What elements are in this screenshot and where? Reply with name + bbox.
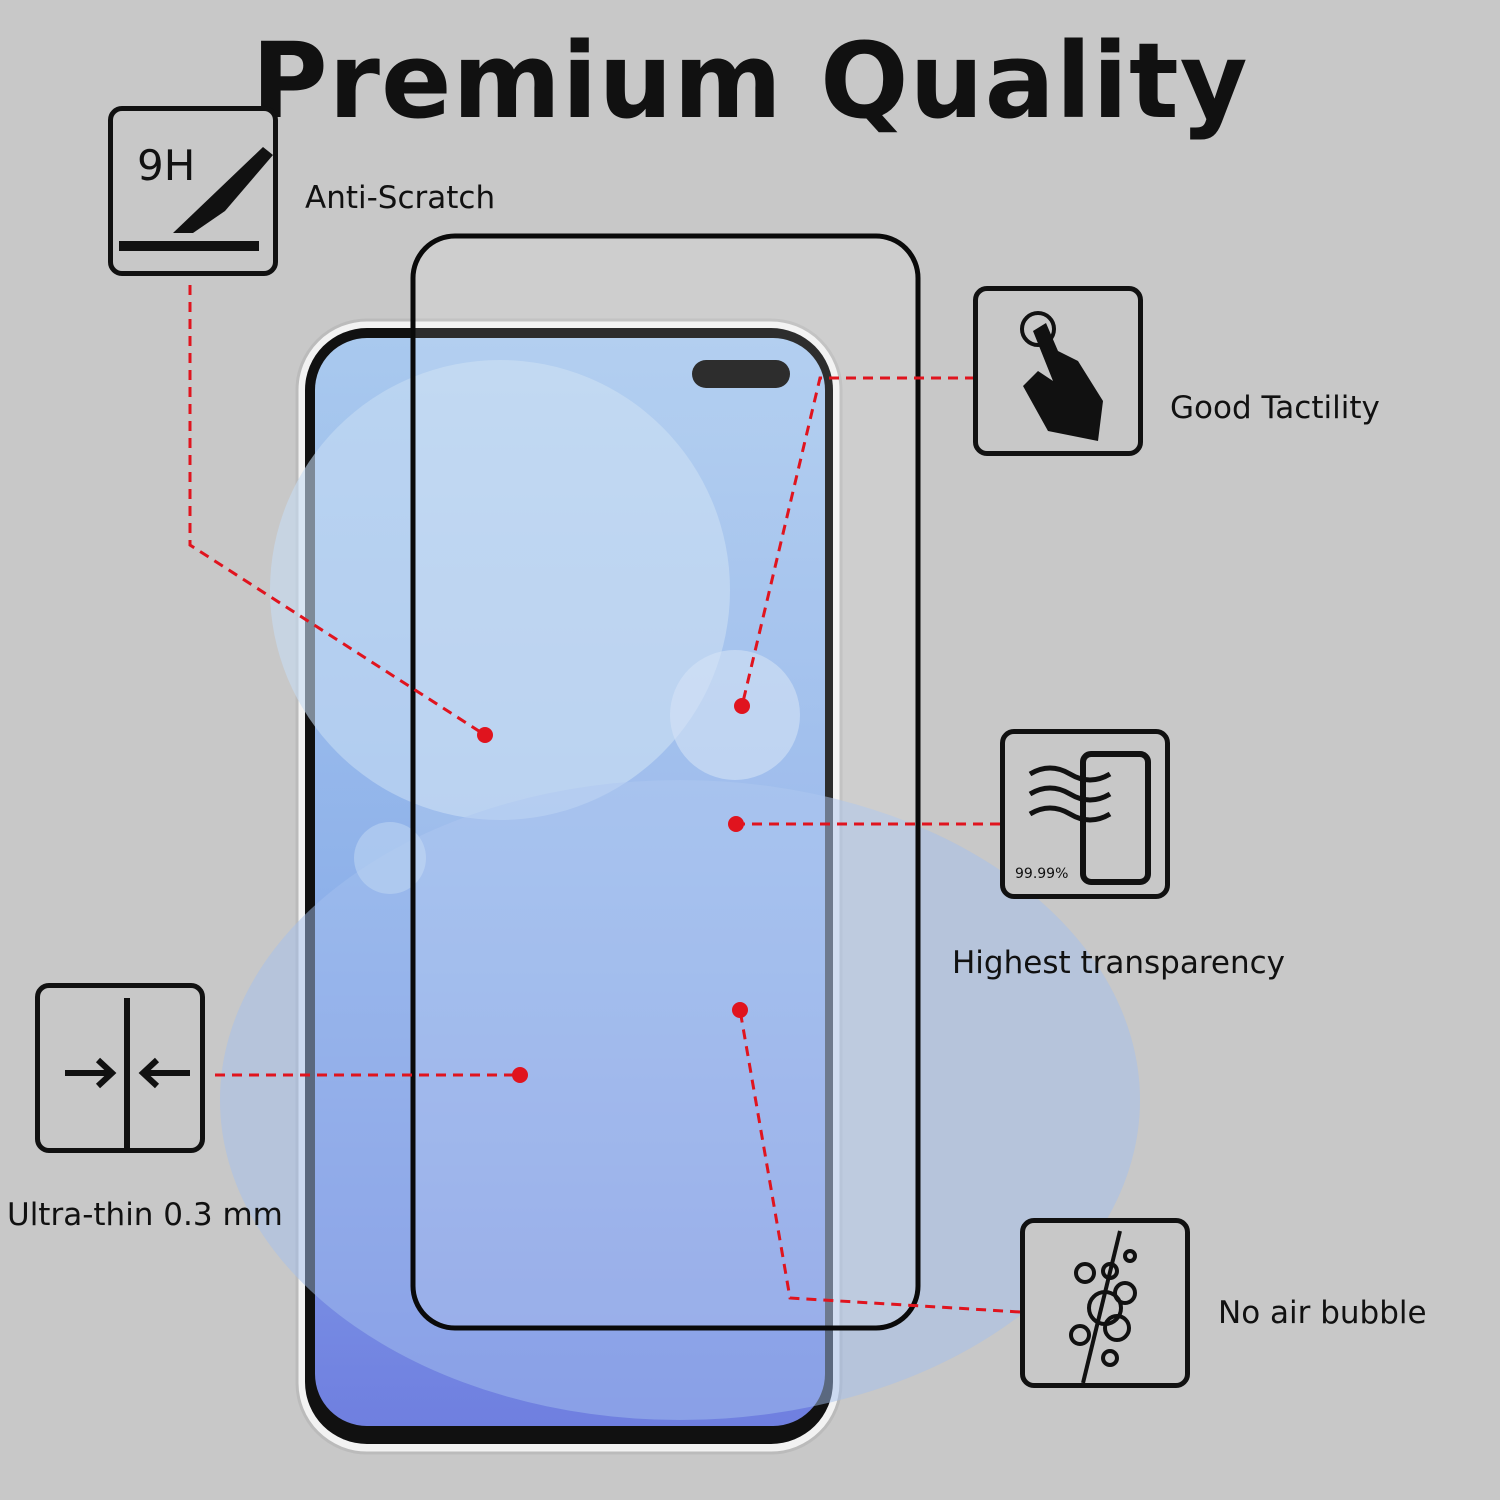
ultra-thin-label: Ultra-thin 0.3 mm xyxy=(7,1197,283,1233)
tactility-icon xyxy=(973,286,1143,456)
no-bubble-label: No air bubble xyxy=(1218,1295,1427,1331)
screen-protector xyxy=(410,233,921,1331)
tactility-label: Good Tactility xyxy=(1170,390,1380,426)
ultra-thin-icon xyxy=(35,983,205,1153)
camera-cutout xyxy=(692,360,790,388)
anti-scratch-icon: 9H xyxy=(108,106,278,276)
page-title: Premium Quality xyxy=(251,20,1249,142)
transparency-label: Highest transparency xyxy=(952,945,1286,981)
callout-dots xyxy=(477,698,750,1083)
anti-scratch-label: Anti-Scratch xyxy=(305,180,496,216)
transparency-icon: 99.99% xyxy=(1000,729,1170,899)
callout-lines xyxy=(188,285,1021,1314)
transparency-value: 99.99% xyxy=(1015,866,1069,882)
no-bubble-icon xyxy=(1020,1218,1190,1388)
hardness-label: 9H xyxy=(137,141,196,190)
